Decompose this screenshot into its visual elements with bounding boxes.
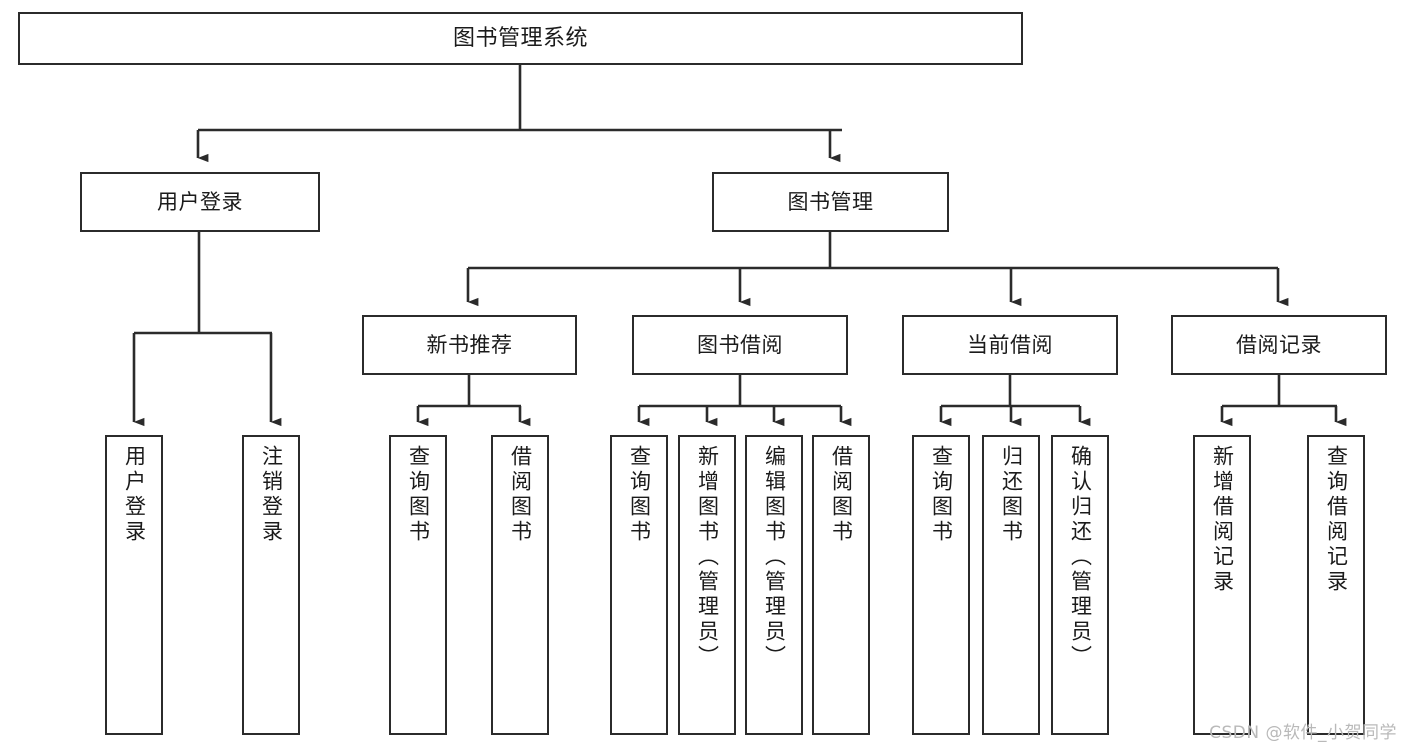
node-label: 确认归还（管理员） [1068, 445, 1093, 670]
node-label: 图书管理 [787, 189, 874, 214]
node-label: 新增借阅记录 [1210, 445, 1235, 595]
node-label: 图书借阅 [697, 332, 783, 357]
node-new-book-recommend[interactable]: 新书推荐 [362, 315, 577, 375]
node-label: 编辑图书（管理员） [762, 445, 787, 670]
node-user-login[interactable]: 用户登录 [80, 172, 320, 232]
node-current-borrow[interactable]: 当前借阅 [902, 315, 1118, 375]
node-label: 用户登录 [157, 189, 243, 214]
leaf-newbook-borrow-book[interactable]: 借阅图书 [491, 435, 549, 735]
node-label: 图书管理系统 [452, 25, 588, 51]
leaf-currentborrow-confirm-return[interactable]: 确认归还（管理员） [1051, 435, 1109, 735]
node-label: 查询借阅记录 [1324, 445, 1349, 595]
leaf-bookborrow-edit-book[interactable]: 编辑图书（管理员） [745, 435, 803, 735]
node-borrow-record[interactable]: 借阅记录 [1171, 315, 1387, 375]
node-label: 查询图书 [406, 445, 431, 545]
node-label: 借阅图书 [508, 445, 533, 545]
node-label: 查询图书 [929, 445, 954, 545]
node-label: 借阅图书 [829, 445, 854, 545]
node-label: 注销登录 [259, 445, 284, 545]
node-label: 当前借阅 [967, 332, 1053, 357]
leaf-borrowrecord-add-record[interactable]: 新增借阅记录 [1193, 435, 1251, 735]
node-label: 查询图书 [627, 445, 652, 545]
leaf-borrowrecord-query-record[interactable]: 查询借阅记录 [1307, 435, 1365, 735]
node-label: 归还图书 [999, 445, 1024, 545]
leaf-bookborrow-add-book[interactable]: 新增图书（管理员） [678, 435, 736, 735]
leaf-newbook-query-book[interactable]: 查询图书 [389, 435, 447, 735]
leaf-currentborrow-query-book[interactable]: 查询图书 [912, 435, 970, 735]
node-book-management-system[interactable]: 图书管理系统 [18, 12, 1023, 65]
node-label: 用户登录 [122, 445, 147, 545]
node-book-borrow[interactable]: 图书借阅 [632, 315, 848, 375]
leaf-bookborrow-query-book[interactable]: 查询图书 [610, 435, 668, 735]
node-book-management[interactable]: 图书管理 [712, 172, 949, 232]
leaf-currentborrow-return-book[interactable]: 归还图书 [982, 435, 1040, 735]
leaf-user-login[interactable]: 用户登录 [105, 435, 163, 735]
leaf-bookborrow-borrow-book[interactable]: 借阅图书 [812, 435, 870, 735]
node-label: 新增图书（管理员） [695, 445, 720, 670]
leaf-logout[interactable]: 注销登录 [242, 435, 300, 735]
node-label: 新书推荐 [426, 332, 513, 357]
node-label: 借阅记录 [1236, 332, 1322, 357]
